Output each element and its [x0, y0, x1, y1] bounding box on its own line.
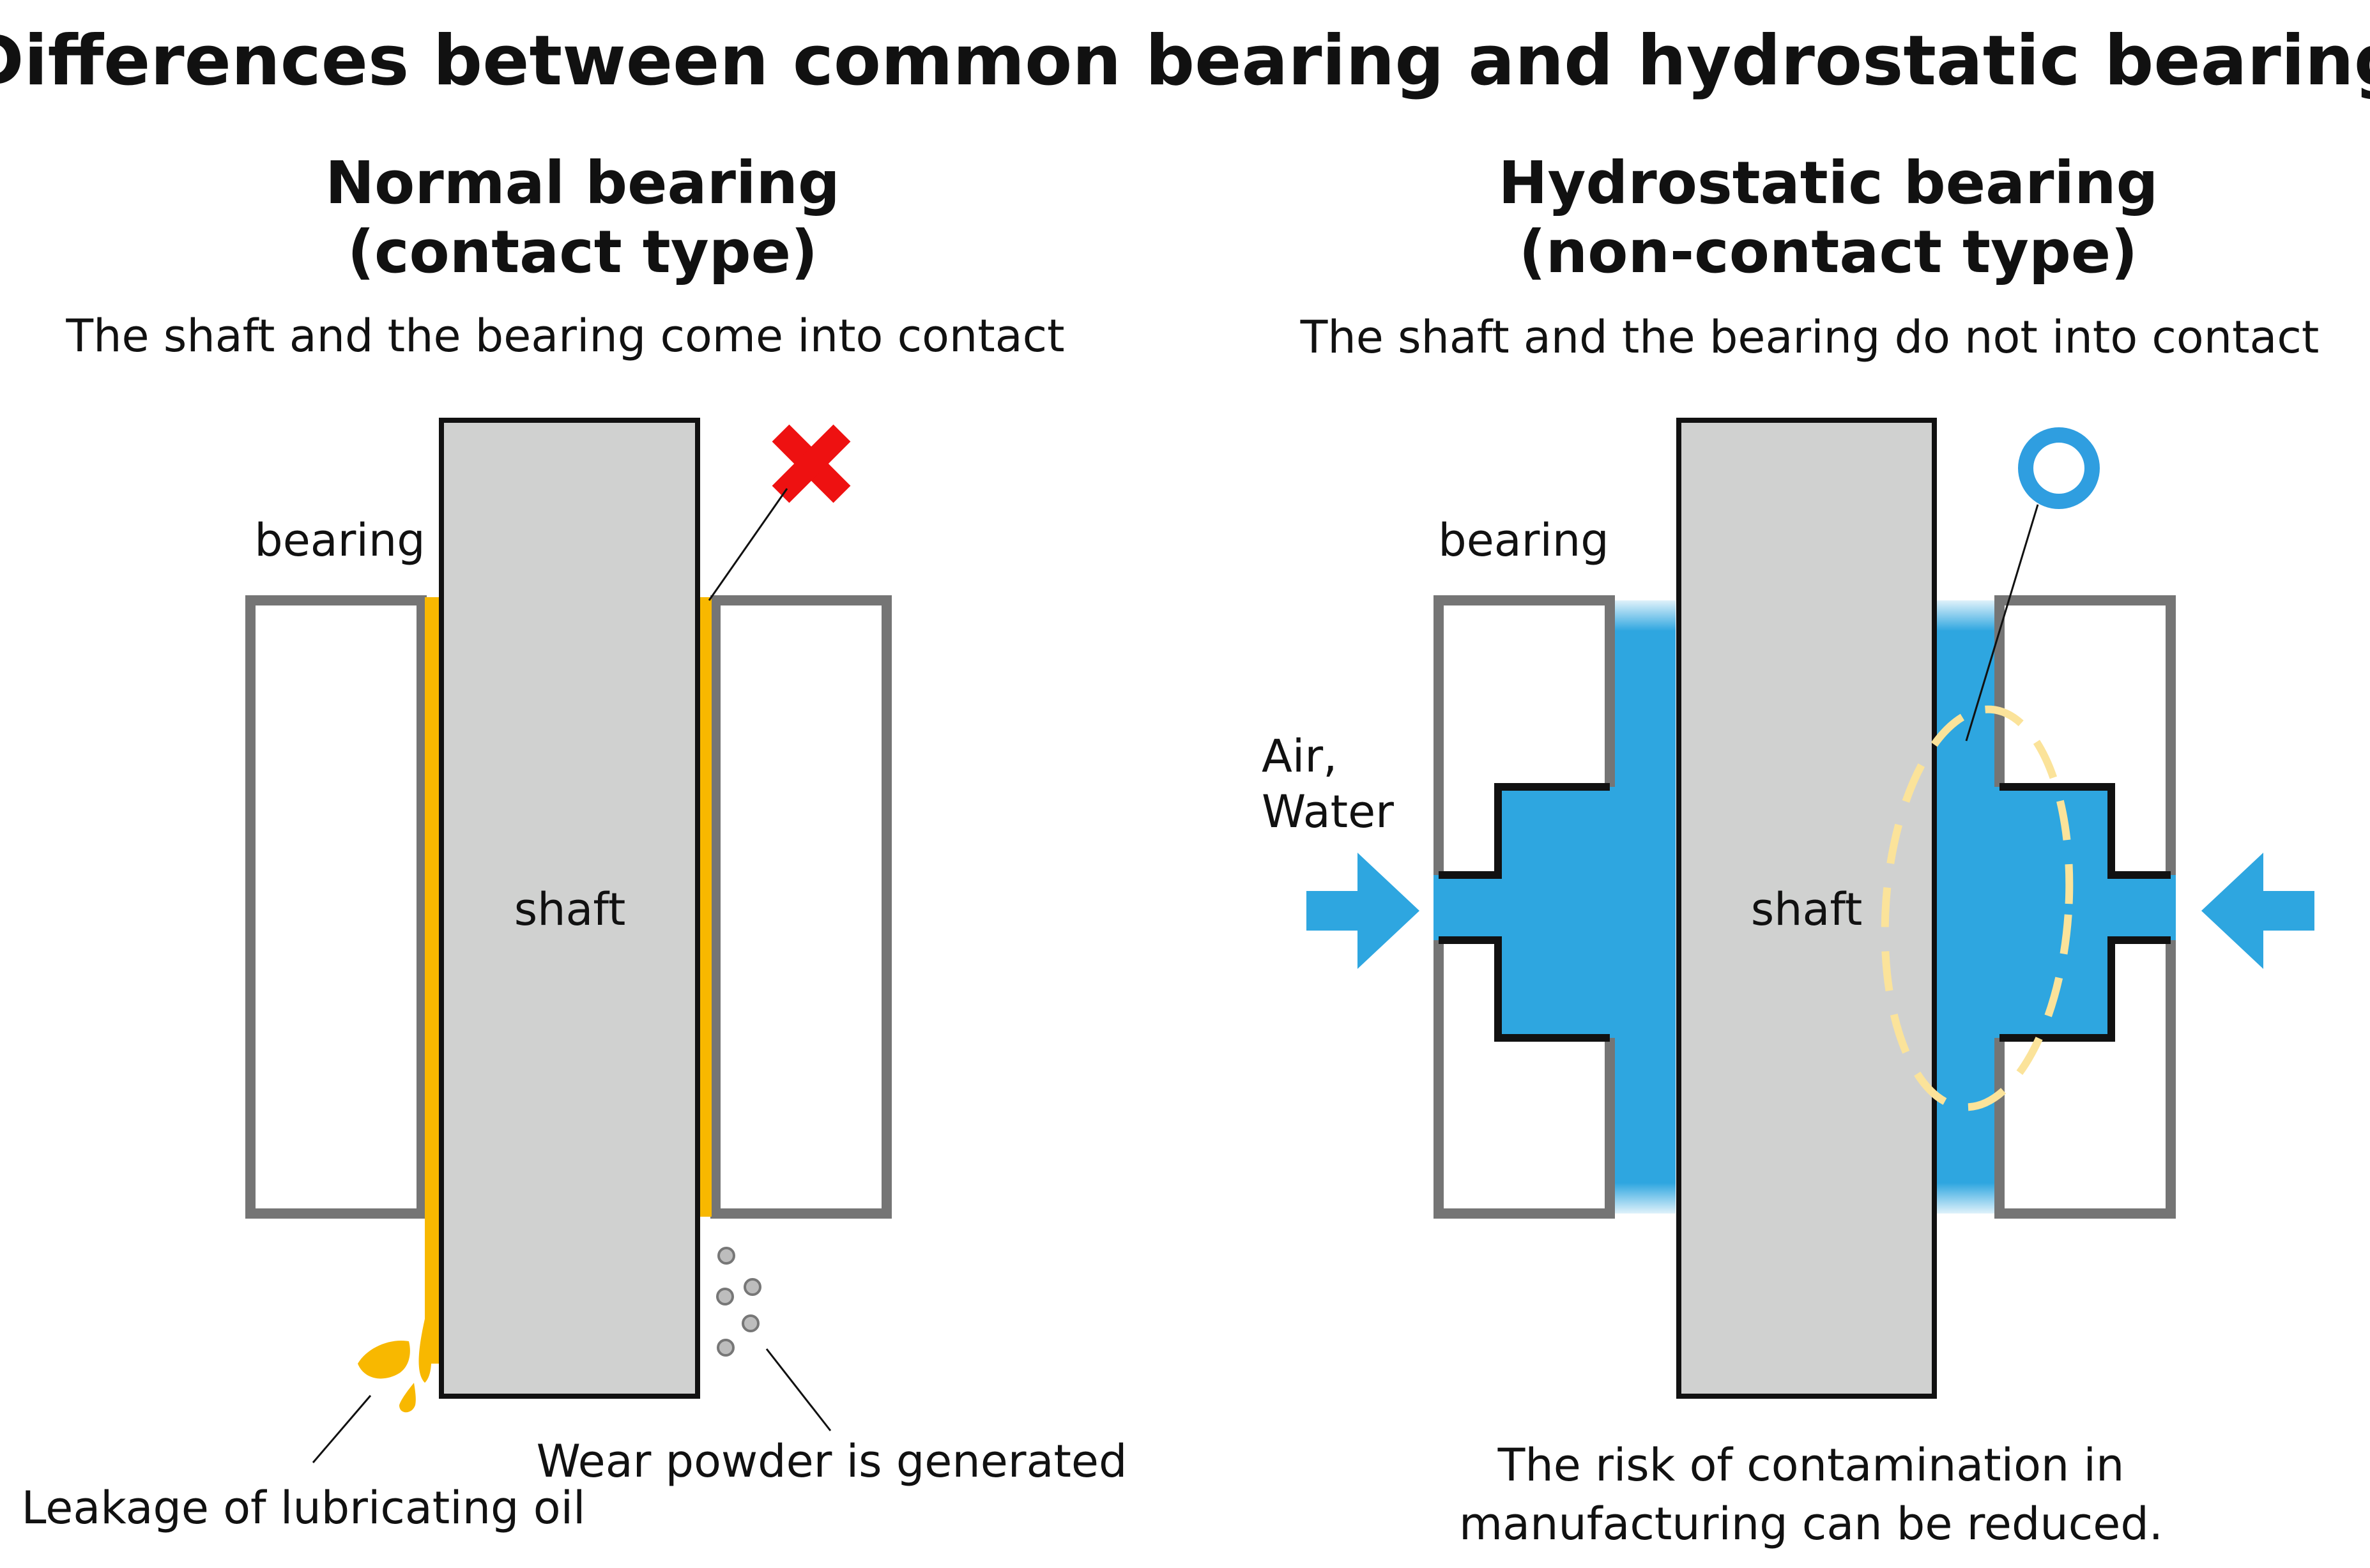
- normal-bearing-heading: Normal bearing: [325, 149, 840, 217]
- left-supply-channel: [1433, 787, 1616, 1038]
- left-shaft: [439, 418, 700, 1399]
- wear-powder-label: Wear powder is generated: [537, 1435, 1128, 1488]
- hydrostatic-bearing-subtitle: The shaft and the bearing do not into co…: [1300, 311, 2320, 363]
- hydrostatic-bearing-heading: Hydrostatic bearing: [1499, 149, 2159, 217]
- fluid-label-water: Water: [1262, 786, 1394, 838]
- right-inflow-arrow-icon: [2201, 853, 2314, 969]
- cross-leader-line: [708, 488, 788, 601]
- wear-powder-icon: [716, 1247, 761, 1357]
- contamination-zone-ellipse: [1881, 705, 2074, 1111]
- fluid-label-air: Air,: [1262, 730, 1337, 782]
- left-bearing-block-left: [245, 595, 427, 1219]
- cross-mark-icon: [772, 424, 851, 503]
- normal-bearing-panel: Normal bearing (contact type) The shaft …: [22, 149, 1128, 1534]
- circle-leader-line: [1965, 504, 2039, 742]
- left-bearing-label: bearing: [254, 514, 425, 567]
- fluid-film-left: [1610, 600, 1676, 1214]
- diagram-title: 【Differences between common bearing and …: [0, 21, 2370, 101]
- oil-drops-icon: [358, 1319, 432, 1413]
- oil-leader-line: [312, 1395, 372, 1463]
- normal-bearing-type: (contact type): [348, 218, 818, 286]
- hydrostatic-bearing-panel: Hydrostatic bearing (non-contact type) T…: [1262, 149, 2319, 1550]
- oil-film-right: [699, 597, 712, 1217]
- left-shaft-label: shaft: [514, 883, 626, 936]
- circle-mark-icon: [2018, 427, 2100, 509]
- normal-bearing-subtitle: The shaft and the bearing come into cont…: [65, 310, 1064, 362]
- right-bearing-label: bearing: [1438, 514, 1609, 567]
- oil-film-left: [425, 597, 441, 1364]
- fluid-film-right: [1933, 600, 1998, 1214]
- benefit-text-line1: The risk of contamination in: [1497, 1439, 2125, 1491]
- hydrostatic-bearing-type: (non-contact type): [1519, 218, 2138, 286]
- right-shaft: [1676, 418, 1937, 1399]
- left-inflow-arrow-icon: [1306, 853, 1419, 969]
- right-supply-channel: [1993, 787, 2176, 1038]
- powder-leader-line: [765, 1348, 832, 1431]
- left-bearing-block-right: [710, 595, 892, 1219]
- right-shaft-label: shaft: [1751, 883, 1863, 936]
- oil-leak-label: Leakage of lubricating oil: [22, 1482, 586, 1534]
- benefit-text-line2: manufacturing can be reduced.: [1459, 1498, 2163, 1550]
